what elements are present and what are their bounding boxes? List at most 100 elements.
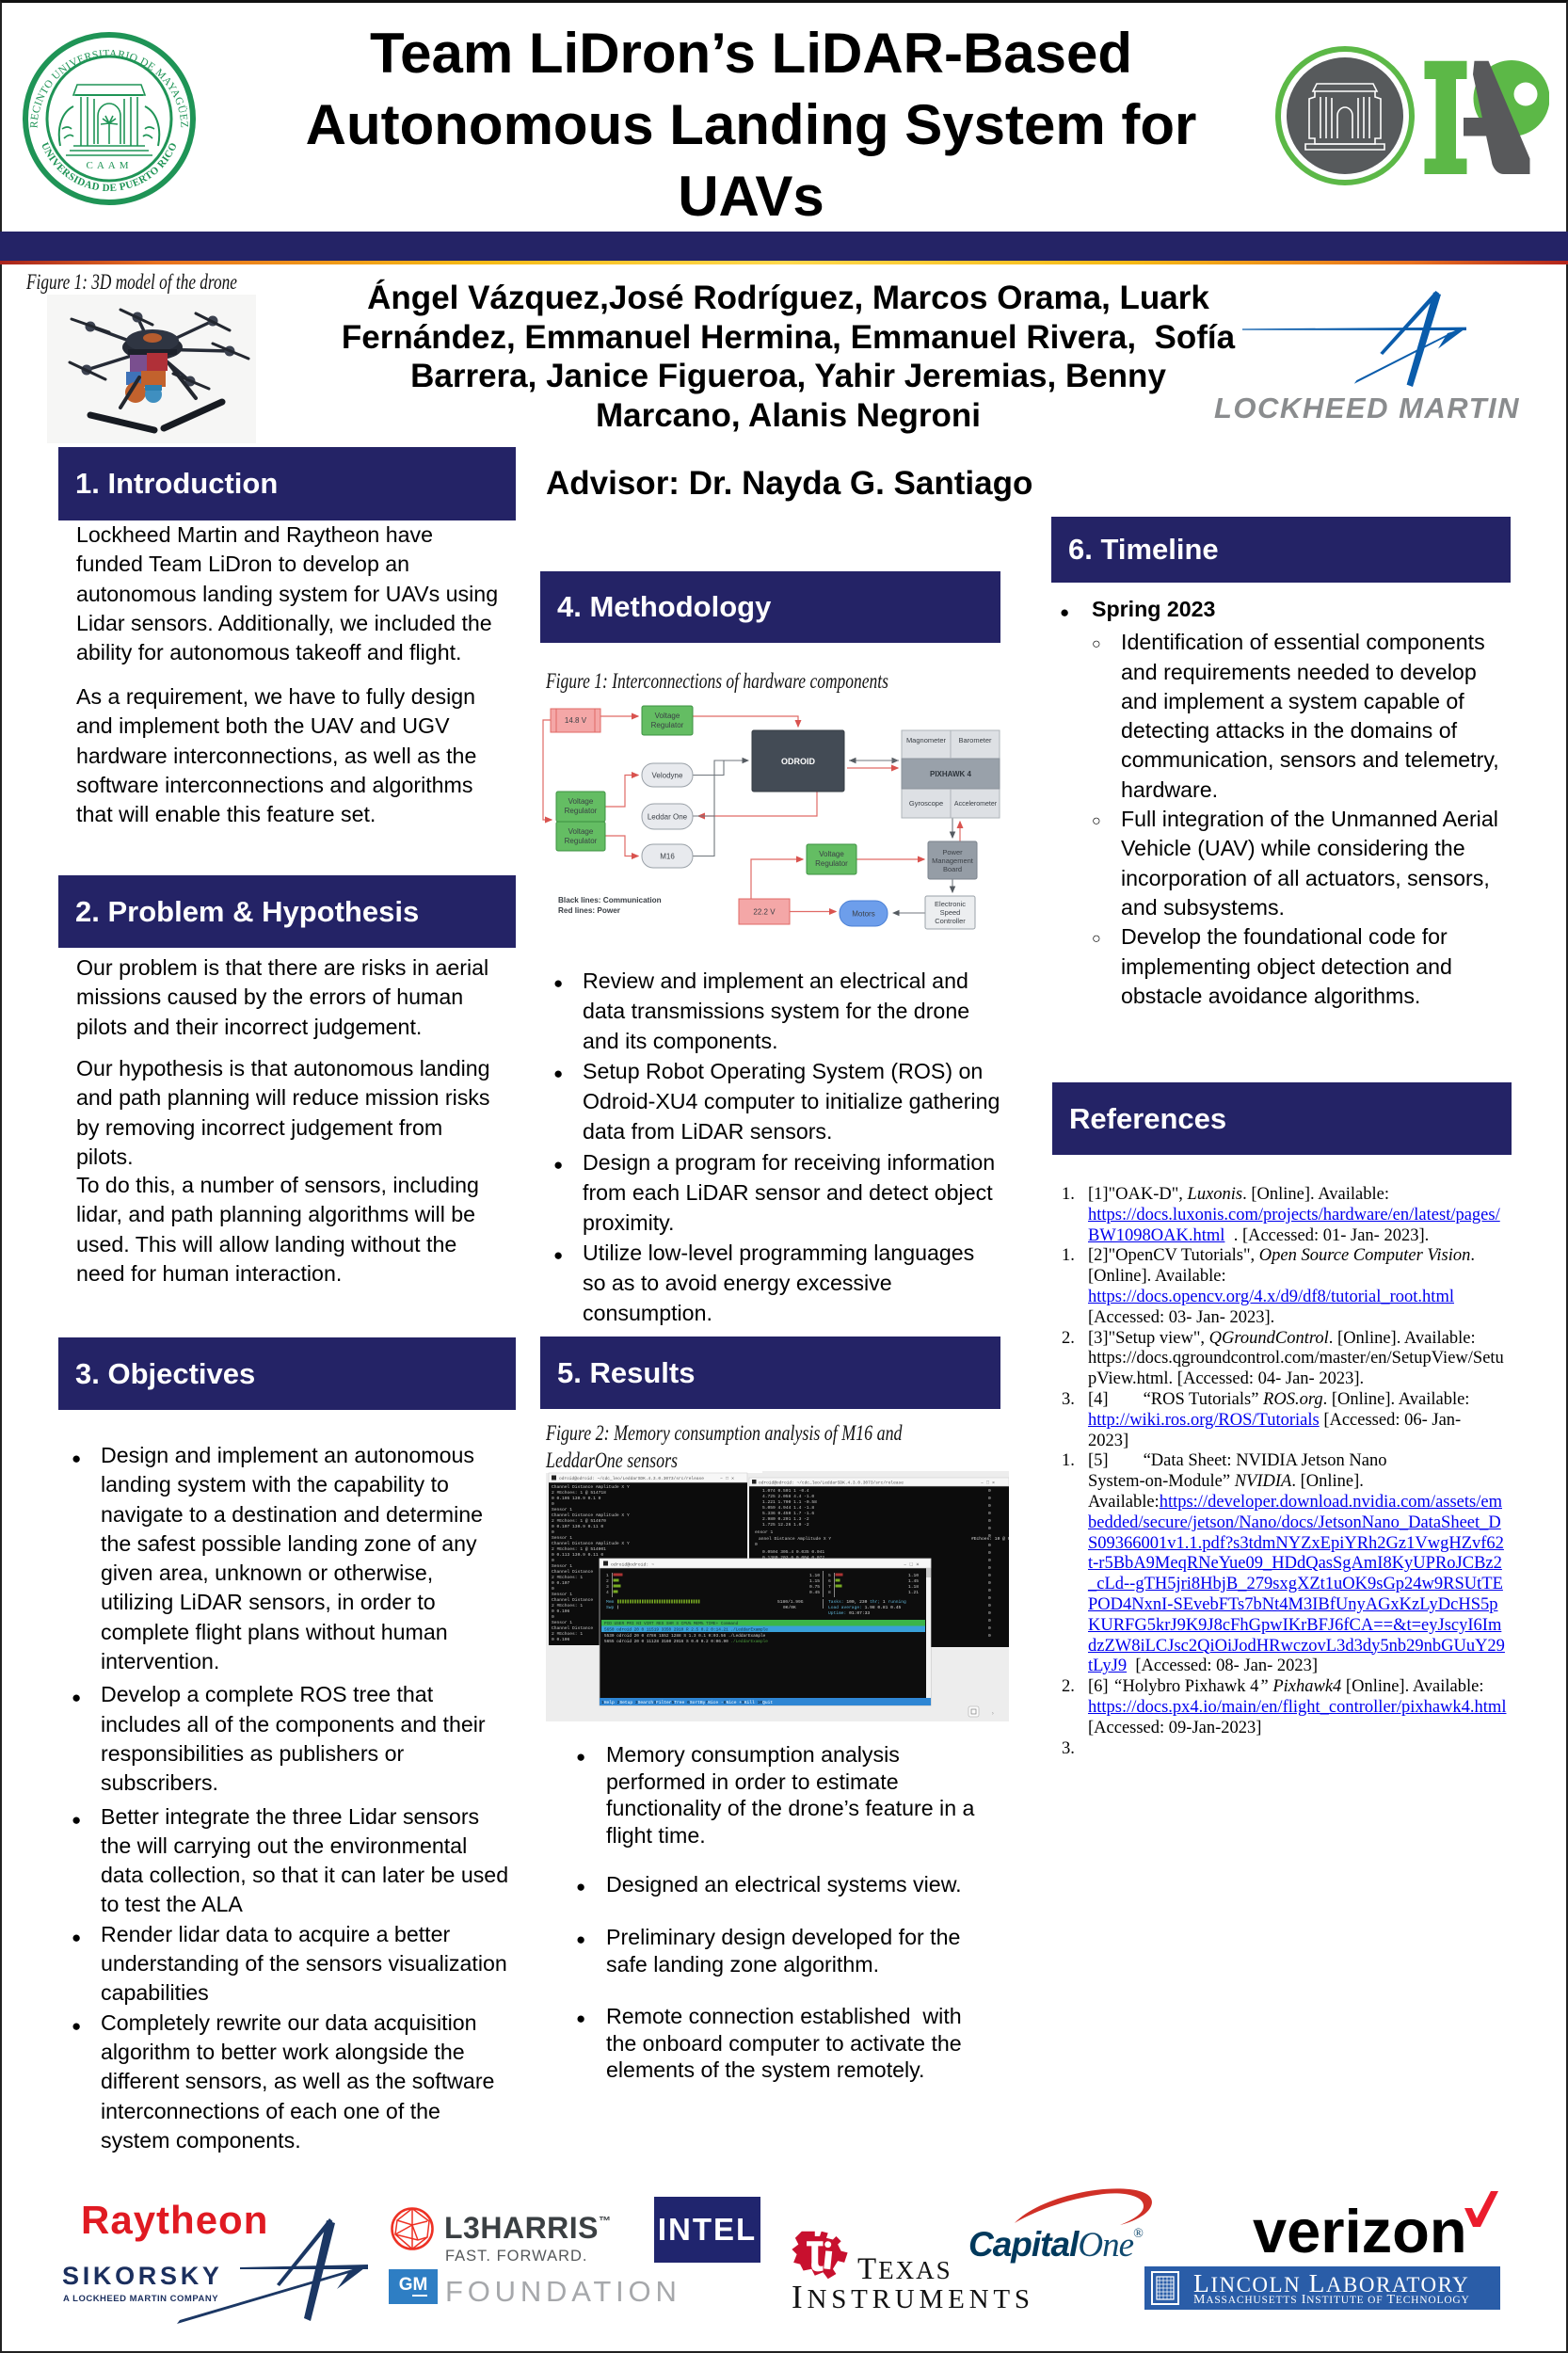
svg-text:1.221 1.700 1.1: 1.221 1.700 1.1 -0.58 (762, 1499, 817, 1505)
svg-text:0: 0 (988, 1610, 991, 1616)
svg-text:– □ ✕: – □ ✕ (904, 1561, 920, 1568)
svg-text:LOCKHEED MARTIN: LOCKHEED MARTIN (1214, 392, 1520, 421)
svg-text:0: 0 (988, 1633, 991, 1639)
svg-text:Sensor 1: Sensor 1 (552, 1563, 572, 1569)
svg-text:0: 0 (988, 1526, 991, 1531)
svg-text:Sensor 1: Sensor 1 (552, 1620, 572, 1625)
svg-text:2 #Echoes: 1 @ 514718: 2 #Echoes: 1 @ 514718 (552, 1490, 606, 1496)
svg-text:8: 8 (828, 1590, 831, 1595)
svg-text:Regulator: Regulator (815, 859, 848, 868)
svg-text:0: 0 (988, 1565, 991, 1571)
svg-text:annel Distance Amplitude: annel Distance Amplitude X Y (759, 1536, 831, 1542)
svg-text:1: 1 (606, 1573, 609, 1578)
svg-text:0: 0 (988, 1573, 991, 1578)
svg-text:7: 7 (828, 1584, 831, 1590)
svg-text:Channel Distance: Channel Distance (552, 1625, 593, 1631)
svg-text:0: 0 (988, 1618, 991, 1624)
svg-text:0: 0 (988, 1588, 991, 1593)
svg-text:Voltage: Voltage (819, 850, 844, 858)
svg-text:Motors: Motors (852, 910, 874, 919)
svg-text:0: 0 (755, 1542, 758, 1547)
svg-text:Voltage: Voltage (655, 712, 680, 720)
svg-text:0 0.107 130.9: 0 0.107 130.9 0.11 0 (552, 1524, 603, 1529)
svg-text:0: 0 (988, 1503, 991, 1509)
svg-text:0 0.106: 0 0.106 (552, 1609, 570, 1614)
svg-text:0: 0 (552, 1529, 554, 1535)
svg-text:odroid@odroid: ~: odroid@odroid: ~ (611, 1562, 654, 1568)
svg-text:0: 0 (552, 1586, 554, 1592)
svg-text:5530 odroid 20 0 4786: 5530 odroid 20 0 4786 1552 1288 S 1.3 0.… (604, 1634, 766, 1639)
svg-text:PIXHAWK 4: PIXHAWK 4 (930, 770, 972, 778)
svg-text:4: 4 (606, 1590, 609, 1595)
svg-text:odroid@odroid: ~/cdc_leo/Ledda: odroid@odroid: ~/cdc_leo/LeddarSDK.4.3.0… (759, 1481, 904, 1486)
svg-text:Channel Distance Amplitud: Channel Distance Amplitude X Y (552, 1513, 630, 1518)
svg-text:0 0.113 130.9: 0 0.113 130.9 0.11 0 (552, 1552, 603, 1558)
svg-text:Sensor 1: Sensor 1 (552, 1535, 572, 1541)
svg-text:1.074 0.501 1: 1.074 0.501 1 -0.4 (762, 1488, 809, 1494)
svg-text:Swp: Swp (606, 1605, 615, 1610)
svg-text:#Echoes: 10 @ 98: #Echoes: 10 @ 98 (971, 1536, 1009, 1542)
svg-text:0: 0 (988, 1550, 991, 1556)
svg-text:0.75: 0.75 (809, 1584, 820, 1590)
svg-text:0: 0 (988, 1496, 991, 1501)
svg-text:Tasks: 100, 230 thr; 1 running: Tasks: 100, 230 thr; 1 running (828, 1599, 906, 1605)
svg-text:1.15: 1.15 (809, 1578, 820, 1584)
svg-text:14.8 V: 14.8 V (565, 716, 587, 725)
svg-text:Electronic: Electronic (935, 900, 966, 908)
svg-text:– □ ✕: – □ ✕ (720, 1476, 734, 1481)
svg-text:Board: Board (943, 865, 962, 873)
svg-text:Channel Distance Amplitud: Channel Distance Amplitude X Y (552, 1541, 630, 1546)
svg-text:Regulator: Regulator (565, 837, 598, 845)
svg-text:5650 odroid 20 0 11519: 5650 odroid 20 0 11519 3350 2910 R 2.5 0… (604, 1628, 768, 1633)
svg-text:1.10: 1.10 (908, 1573, 919, 1578)
svg-text:2 #Echoes: 1 @ 514001: 2 #Echoes: 1 @ 514001 (552, 1546, 606, 1552)
svg-text:Voltage: Voltage (568, 797, 594, 806)
svg-text:Channel Distance: Channel Distance (552, 1597, 593, 1603)
svg-text:5: 5 (828, 1573, 831, 1578)
svg-text:Barometer: Barometer (958, 736, 992, 744)
svg-text:Voltage: Voltage (568, 827, 594, 836)
svg-text:ODROID: ODROID (781, 757, 816, 766)
svg-text:0.45: 0.45 (809, 1590, 820, 1595)
svg-text:0: 0 (988, 1603, 991, 1609)
svg-text:– □ ✕: – □ ✕ (981, 1481, 995, 1486)
svg-text:0: 0 (988, 1533, 991, 1539)
svg-text:Red lines: Power: Red lines: Power (558, 906, 621, 915)
svg-text:1.10: 1.10 (809, 1573, 820, 1578)
svg-text:0: 0 (552, 1501, 554, 1507)
svg-text:0K/0K: 0K/0K (783, 1605, 796, 1610)
svg-text:Regulator: Regulator (565, 807, 598, 815)
svg-text:Load average: 1.98 0.81 0.45: Load average: 1.98 0.81 0.45 (828, 1605, 901, 1610)
svg-text:Sensor 1: Sensor 1 (552, 1507, 572, 1513)
svg-text:Regulator: Regulator (651, 721, 684, 729)
svg-text:0: 0 (988, 1511, 991, 1516)
svg-text:Gyroscope: Gyroscope (909, 799, 943, 808)
svg-text:1.18: 1.18 (908, 1584, 919, 1590)
svg-text:0: 0 (988, 1518, 991, 1524)
svg-text:3: 3 (606, 1584, 609, 1590)
svg-text:Speed: Speed (940, 908, 961, 917)
svg-text:0 0.105 130.9: 0 0.105 130.9 0.1 0 (552, 1496, 601, 1501)
svg-text:2 #Echoes: 1: 2 #Echoes: 1 (552, 1575, 583, 1580)
svg-text:Power: Power (942, 848, 963, 856)
svg-text:Accelerometer: Accelerometer (954, 801, 998, 808)
svg-text:odroid@odroid: ~/cdc_leo/Ledda: odroid@odroid: ~/cdc_leo/LeddarSDK.4.3.0… (559, 1476, 704, 1481)
svg-text:0: 0 (988, 1580, 991, 1586)
svg-text:Magnometer: Magnometer (906, 736, 947, 744)
svg-text:5180/1.99G: 5180/1.99G (777, 1599, 804, 1605)
svg-text:1Help 2Setup 3Search4Filter5T: 1Help 2Setup 3Search4Filter5Tree 6SortBy… (601, 1700, 773, 1705)
svg-text:2 #Echoes: 1: 2 #Echoes: 1 (552, 1631, 583, 1637)
svg-text:2 #Echoes: 1 @ 514670: 2 #Echoes: 1 @ 514670 (552, 1518, 606, 1524)
svg-text:0: 0 (988, 1595, 991, 1601)
svg-text:Black lines: Communication: Black lines: Communication (558, 896, 662, 904)
svg-text:CAAM: CAAM (86, 160, 132, 171)
svg-text:22.2 V: 22.2 V (753, 908, 776, 917)
svg-text:Channel Distance Amplitud: Channel Distance Amplitude X Y (552, 1484, 630, 1490)
svg-text:PID USER PRI NI VIRT: PID USER PRI NI VIRT RES SHR S CPU% MEM%… (604, 1622, 739, 1626)
svg-text:Management: Management (932, 856, 974, 865)
svg-text:1.725 12.26 1.0: 1.725 12.26 1.0 -2 (762, 1522, 809, 1528)
svg-text:0: 0 (988, 1543, 991, 1548)
svg-text:Uptime: 01:07:33: Uptime: 01:07:33 (828, 1610, 870, 1616)
svg-text:Sensor 1: Sensor 1 (552, 1592, 572, 1597)
svg-text:1.45: 1.45 (908, 1578, 919, 1584)
